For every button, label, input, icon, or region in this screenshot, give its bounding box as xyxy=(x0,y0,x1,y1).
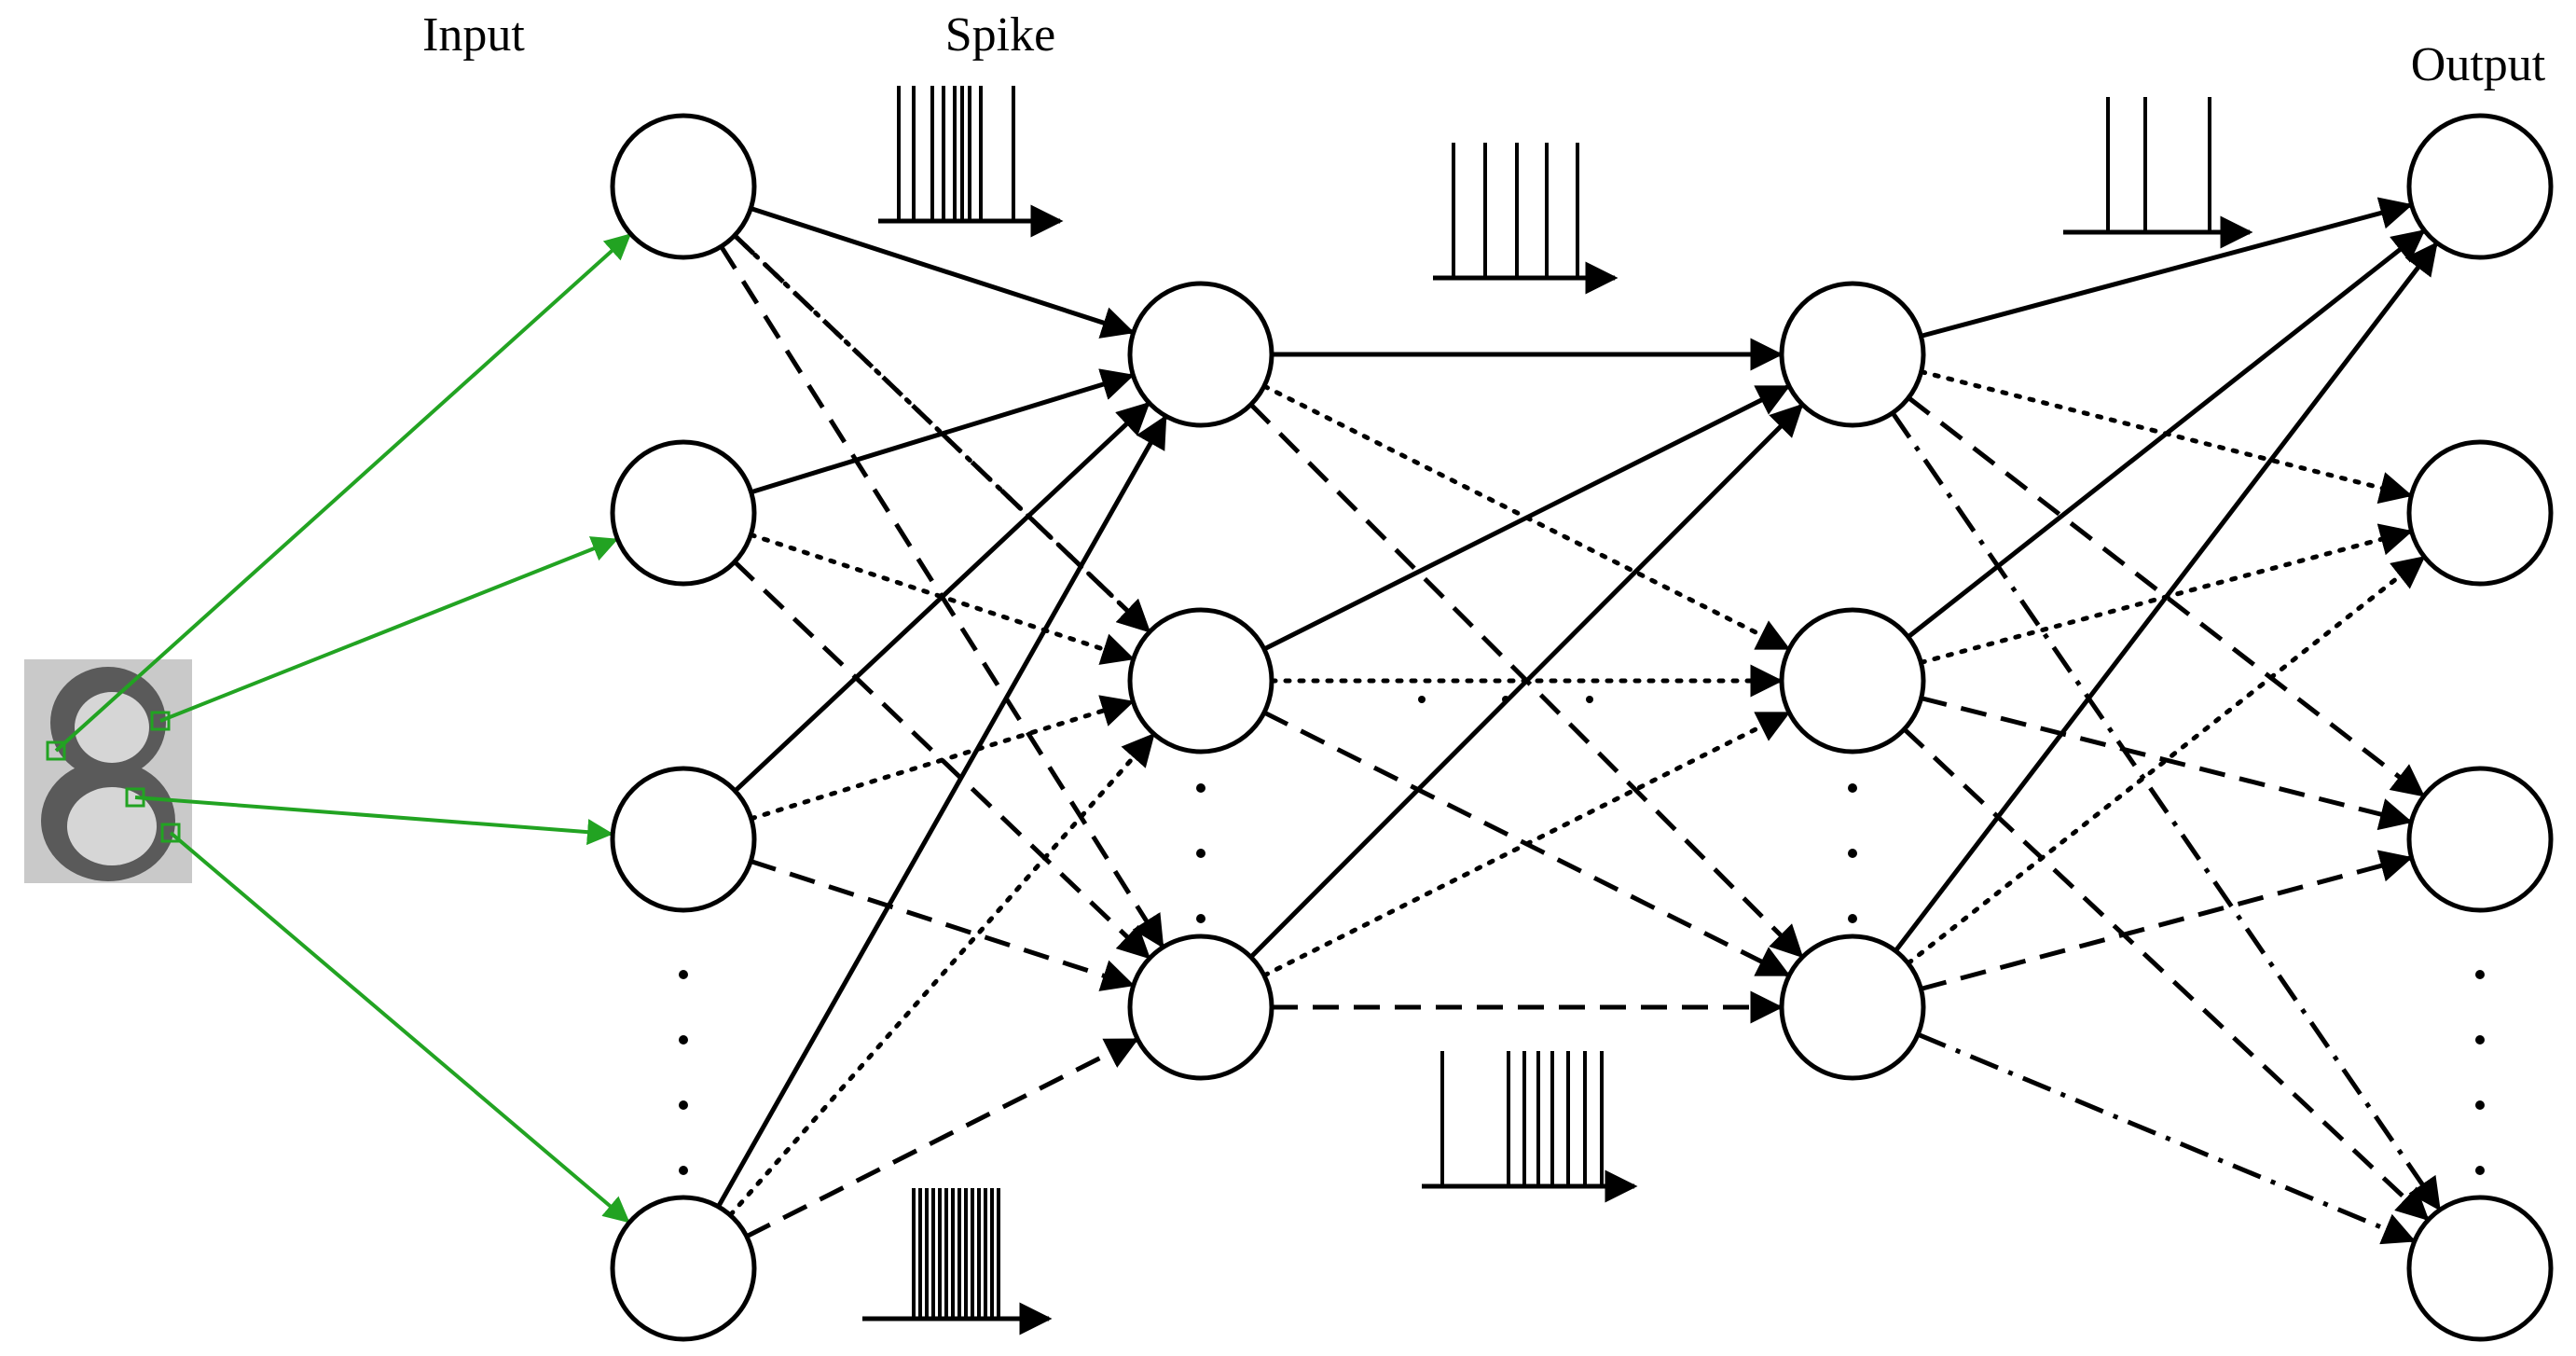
connection-l2-1-l3-3 xyxy=(1902,727,2430,1222)
input-pixel-connection-0 xyxy=(54,233,632,753)
ellipsis-dot-layer0-1 xyxy=(679,1035,688,1045)
hidden-layer-2-neuron-1 xyxy=(1779,607,1926,754)
spike-train-2 xyxy=(1433,143,1619,295)
input-layer-neuron-0 xyxy=(610,113,757,260)
spike-label: Spike xyxy=(945,8,1055,62)
connection-l2-2-l3-0 xyxy=(1894,242,2438,953)
connection-l1-2-l2-1 xyxy=(1261,711,1791,978)
output-layer-neuron-0 xyxy=(2406,113,2554,260)
output-layer-neuron-3 xyxy=(2406,1195,2554,1342)
spike-train-4 xyxy=(1422,1051,1638,1203)
hidden-layer-1-neuron-1 xyxy=(1127,607,1274,754)
connection-l2-1-l3-0 xyxy=(1907,229,2426,639)
connection-l0-3-l1-1 xyxy=(727,732,1155,1218)
ellipsis-dot-horizontal-1 xyxy=(1502,696,1509,703)
input-pixel-marker-2 xyxy=(125,787,145,808)
hidden-layer-1-neuron-2 xyxy=(1127,934,1274,1081)
connection-l0-2-l1-0 xyxy=(733,401,1150,793)
connection-l0-3-l1-0 xyxy=(716,414,1167,1209)
connection-l0-2-l1-2 xyxy=(750,859,1136,991)
input-pixel-marker-3 xyxy=(160,823,181,843)
ellipsis-dot-layer3-0 xyxy=(2475,970,2485,979)
input-layer-neuron-2 xyxy=(610,766,757,913)
connection-l2-2-l3-2 xyxy=(1920,850,2414,991)
connection-l2-0-l3-0 xyxy=(1920,197,2414,339)
connection-l2-0-l3-2 xyxy=(1907,395,2426,797)
input-layer-neuron-3 xyxy=(610,1195,757,1342)
ellipsis-dot-layer3-2 xyxy=(2475,1100,2485,1110)
ellipsis-dot-horizontal-0 xyxy=(1418,696,1426,703)
ellipsis-dot-layer3-1 xyxy=(2475,1035,2485,1045)
hidden-layer-1-neuron-0 xyxy=(1127,281,1274,428)
connection-l1-1-l2-0 xyxy=(1262,384,1791,652)
input-pixel-connection-2 xyxy=(134,796,614,846)
hidden-layer-2-neuron-0 xyxy=(1779,281,1926,428)
ellipsis-dot-layer2-0 xyxy=(1848,783,1857,793)
connection-l0-0-l1-1-alt xyxy=(732,232,1151,633)
output-label: Output xyxy=(2411,38,2546,91)
output-layer-neuron-2 xyxy=(2406,766,2554,913)
input-layer-neuron-1 xyxy=(610,439,757,587)
connection-l2-2-l3-1 xyxy=(1906,555,2426,966)
connection-l2-0-l3-3 xyxy=(1890,411,2441,1211)
connection-l0-2-l1-1 xyxy=(749,695,1135,822)
connection-l0-1-l1-0 xyxy=(750,368,1135,495)
input-pixel-marker-1 xyxy=(150,711,171,731)
input-pixel-connection-3 xyxy=(169,831,630,1224)
ellipsis-dot-layer2-1 xyxy=(1848,849,1857,858)
connection-l1-2-l2-0 xyxy=(1248,403,1804,959)
connection-l2-1-l3-2 xyxy=(1921,696,2413,831)
ellipsis-dot-layer0-0 xyxy=(679,970,688,979)
input-digit-image xyxy=(24,659,192,883)
ellipsis-dot-layer3-3 xyxy=(2475,1166,2485,1175)
hidden-layer-2-neuron-2 xyxy=(1779,934,1926,1081)
connection-l0-0-l1-0 xyxy=(750,206,1136,339)
ellipsis-dots xyxy=(679,696,2485,1175)
ellipsis-dot-layer2-2 xyxy=(1848,914,1857,923)
ellipsis-dot-layer1-0 xyxy=(1196,783,1205,793)
connection-l0-3-l1-2 xyxy=(745,1037,1139,1238)
input-label: Input xyxy=(422,8,525,62)
neurons xyxy=(610,113,2554,1342)
ellipsis-dot-layer1-1 xyxy=(1196,849,1205,858)
spike-trains xyxy=(862,86,2253,1335)
input-pixel-connection-1 xyxy=(159,536,619,723)
connections xyxy=(46,197,2441,1245)
output-layer-neuron-1 xyxy=(2406,439,2554,587)
spike-train-5 xyxy=(862,1188,1053,1335)
spike-train-3 xyxy=(2063,97,2253,249)
input-pixel-marker-0 xyxy=(46,740,66,761)
ellipsis-dot-layer0-3 xyxy=(679,1166,688,1175)
ellipsis-dot-layer1-2 xyxy=(1196,914,1205,923)
ellipsis-dot-horizontal-2 xyxy=(1586,696,1593,703)
ellipsis-dot-layer0-2 xyxy=(679,1100,688,1110)
spike-train-1 xyxy=(878,86,1064,238)
connection-l0-1-l1-2 xyxy=(733,560,1151,960)
